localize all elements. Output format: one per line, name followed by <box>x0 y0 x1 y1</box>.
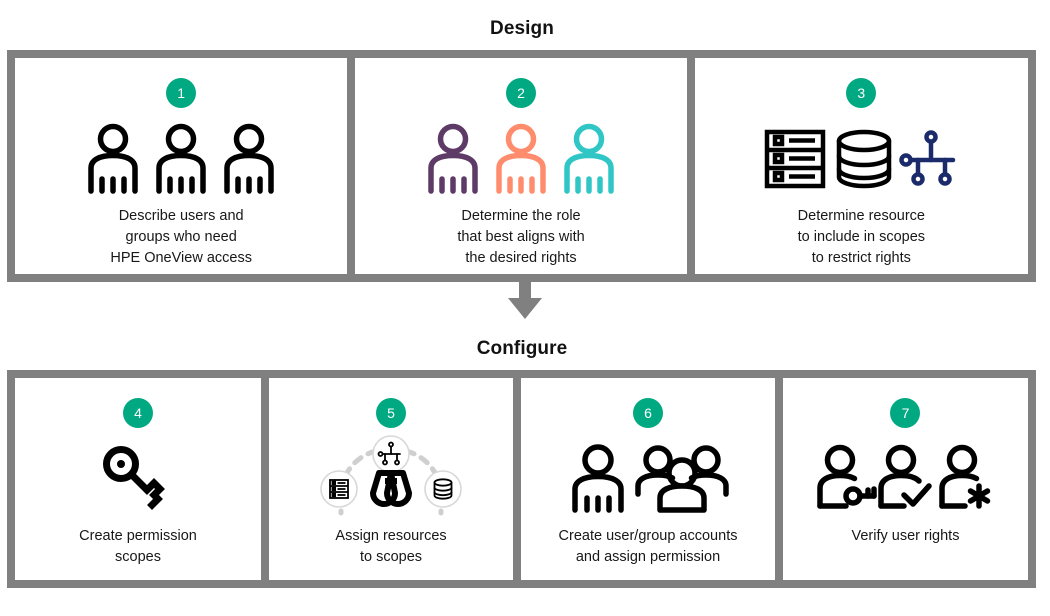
step-card-3[interactable]: 3 <box>694 58 1028 274</box>
users-key-check-asterisk-icon <box>816 438 994 518</box>
configure-section-frame: 4 Create permission scopes 5 <box>7 370 1036 588</box>
section-title-configure: Configure <box>476 338 568 359</box>
step-number-badge-4: 4 <box>123 398 153 428</box>
step-card-7[interactable]: 7 <box>782 378 1028 580</box>
key-icon <box>98 438 178 518</box>
step-number-badge-7: 7 <box>890 398 921 428</box>
step-caption-4: Create permission scopes <box>79 528 197 565</box>
step-number-badge-2: 2 <box>506 78 536 108</box>
step-number-badge-6: 6 <box>633 398 663 428</box>
design-section-frame: 1 <box>7 50 1036 282</box>
step-card-2[interactable]: 2 <box>355 58 687 274</box>
step-caption-1: Describe users and groups who need HPE O… <box>110 208 252 266</box>
step-caption-5: Assign resources to scopes <box>335 528 447 565</box>
step-caption-7: Verify user rights <box>851 528 960 544</box>
step-number-badge-3: 3 <box>846 78 877 108</box>
three-colored-roles-icon <box>423 120 619 198</box>
step-caption-3: Determine resource to include in scopes … <box>797 208 926 266</box>
three-users-icon <box>83 120 279 198</box>
server-storage-network-icon <box>763 120 959 198</box>
section-title-design: Design <box>490 18 554 39</box>
down-arrow-icon <box>506 282 544 320</box>
step-caption-2: Determine the role that best aligns with… <box>457 208 585 266</box>
step-number-badge-5: 5 <box>376 398 407 428</box>
step-caption-6: Create user/group accounts and assign pe… <box>558 528 738 565</box>
step-card-6[interactable]: 6 Create user/group accounts and <box>521 378 775 580</box>
step-number-badge-1: 1 <box>166 78 197 108</box>
step-card-1[interactable]: 1 <box>15 58 348 274</box>
binoculars-resources-icon <box>311 435 471 518</box>
step-card-5[interactable]: 5 <box>269 378 514 580</box>
user-and-group-icon <box>566 438 730 518</box>
step-card-4[interactable]: 4 Create permission scopes <box>15 378 262 580</box>
